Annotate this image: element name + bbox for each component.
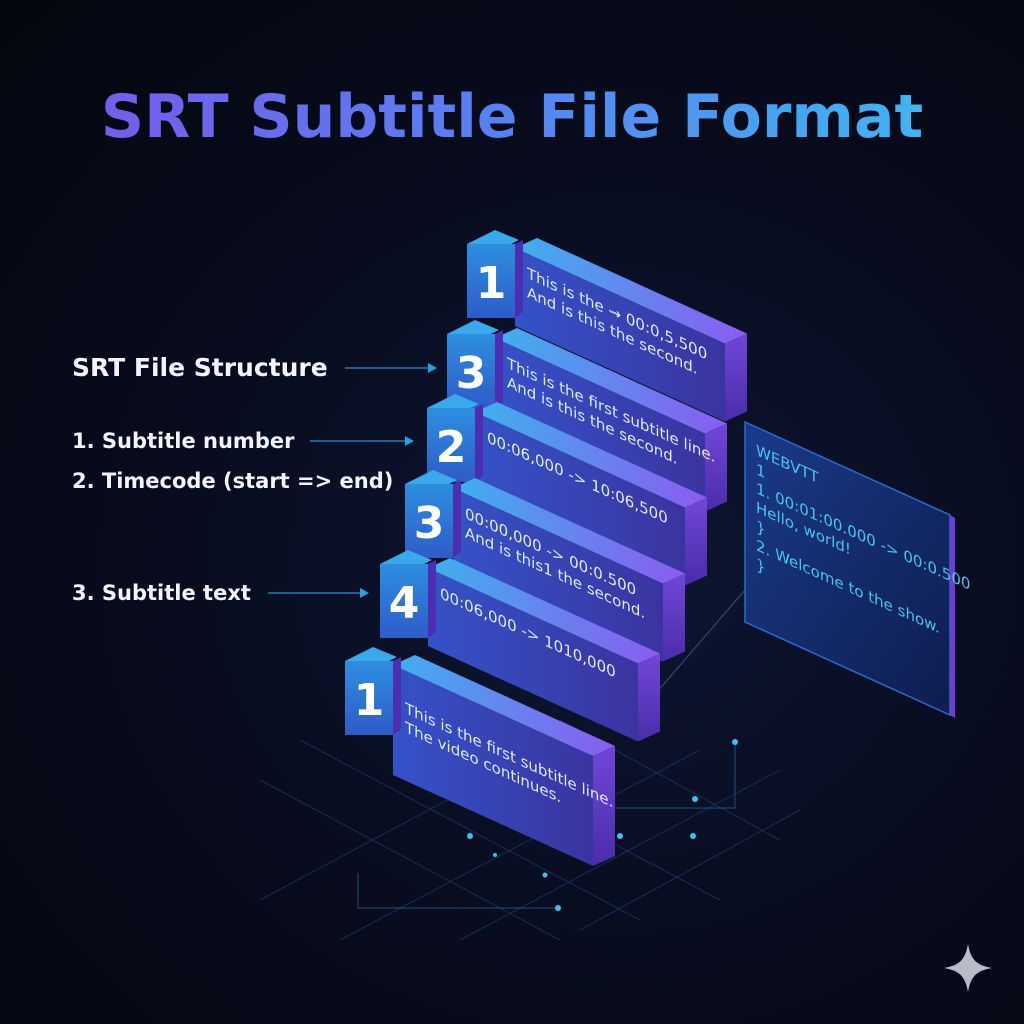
webvtt-line: }: [756, 555, 766, 577]
legend-heading: SRT File Structure: [72, 353, 328, 382]
subtitle-number: 4: [389, 578, 420, 629]
sparkle-icon: [944, 944, 992, 992]
slab-front: [428, 568, 638, 742]
slab-front: [453, 488, 663, 662]
slab-top: [428, 558, 660, 664]
subtitle-number: 2: [436, 422, 467, 473]
webvtt-line: 1: [756, 460, 766, 482]
slab-side: [725, 333, 747, 422]
cube-side: [393, 657, 401, 735]
subtitle-number: 1: [476, 258, 507, 309]
cube-front: [405, 484, 453, 558]
slab-front: [495, 338, 705, 512]
grid-dots: [467, 739, 738, 911]
legend-item-text: 3. Subtitle text: [72, 581, 251, 605]
slab-top: [453, 478, 685, 584]
slab-top: [495, 328, 727, 434]
cube-side: [515, 240, 523, 318]
cube-front: [345, 661, 393, 735]
slab-side: [685, 497, 707, 586]
cube-side: [475, 404, 483, 482]
cube-front: [467, 244, 515, 318]
cube-side: [428, 560, 436, 638]
cube-side: [495, 330, 503, 408]
slab-front: [475, 412, 685, 586]
subtitle-number: 3: [456, 348, 487, 399]
slab-front: [393, 665, 593, 866]
slab-front: [515, 248, 725, 422]
slab-side: [705, 423, 727, 512]
cube-front: [447, 334, 495, 408]
subtitle-number: 3: [414, 498, 445, 549]
slab-top: [475, 402, 707, 508]
cube-front: [427, 408, 475, 482]
legend-arrows: [268, 363, 437, 598]
slab-side: [663, 573, 685, 662]
slab-side: [638, 653, 660, 742]
legend-item-timecode: 2. Timecode (start => end): [72, 469, 394, 493]
page-title: SRT Subtitle File Format: [0, 82, 1024, 152]
slab-top: [393, 655, 615, 756]
webvtt-line: }: [756, 517, 766, 539]
cube-side: [453, 480, 461, 558]
cube-front: [380, 564, 428, 638]
slab-top: [515, 238, 747, 344]
subtitle-number: 1: [354, 675, 385, 726]
slab-side: [593, 746, 615, 866]
legend-item-number: 1. Subtitle number: [72, 429, 295, 453]
